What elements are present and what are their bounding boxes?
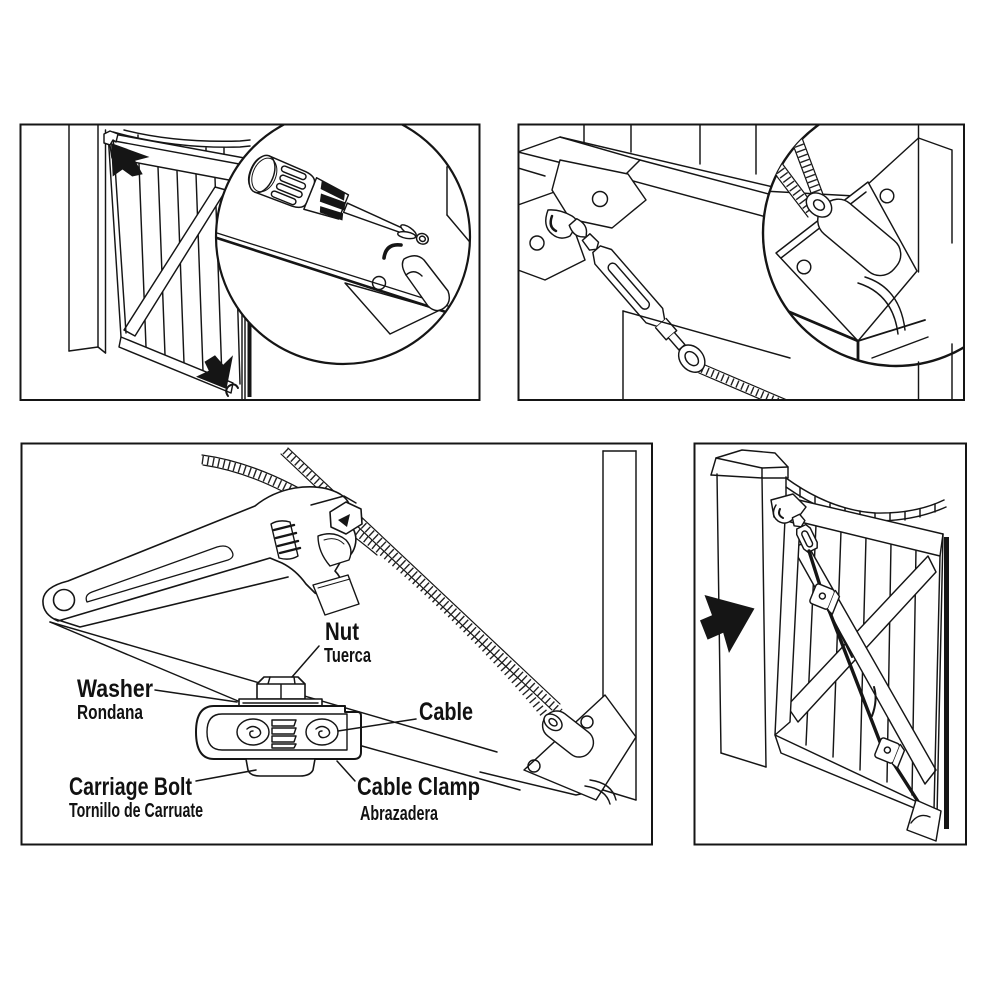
svg-text:Carriage Bolt: Carriage Bolt	[69, 773, 193, 801]
svg-text:Abrazadera: Abrazadera	[360, 803, 439, 825]
svg-text:Nut: Nut	[325, 618, 360, 646]
svg-text:Rondana: Rondana	[77, 702, 144, 724]
svg-text:Tornillo de Carruate: Tornillo de Carruate	[69, 800, 203, 822]
svg-text:Tuerca: Tuerca	[324, 645, 372, 667]
svg-text:Cable: Cable	[419, 698, 473, 726]
svg-text:Cable Clamp: Cable Clamp	[357, 773, 480, 801]
svg-text:Washer: Washer	[77, 675, 153, 703]
